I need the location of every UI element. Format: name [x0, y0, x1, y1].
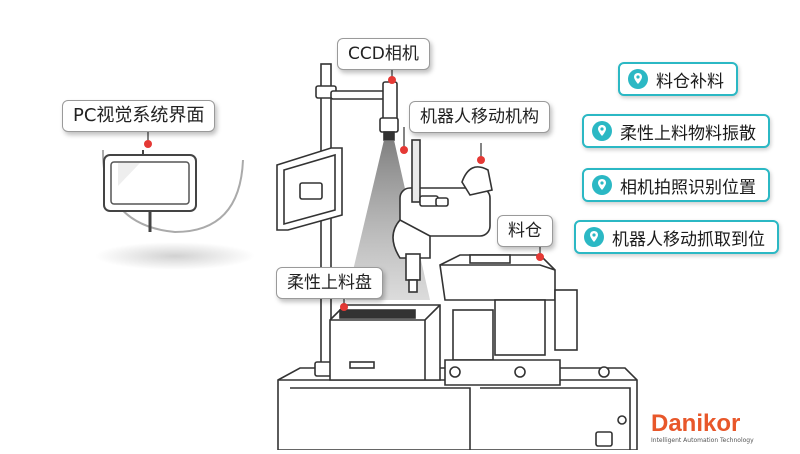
red-marker-dots [144, 76, 544, 311]
step-label: 料仓补料 [656, 71, 724, 92]
step-label: 机器人移动抓取到位 [612, 229, 765, 250]
label-pc-interface: PC视觉系统界面 [62, 100, 216, 132]
camera-mount [382, 81, 398, 123]
machine-cabinet [277, 366, 638, 451]
step-label: 柔性上料物料振散 [620, 123, 756, 144]
step-item: 料仓补料 [618, 62, 738, 96]
label-ccd-camera: CCD相机 [337, 38, 430, 70]
ccd-camera-body [379, 117, 399, 133]
label-robot-mechanism: 机器人移动机构 [409, 101, 550, 133]
camera-arm [330, 90, 388, 100]
step-label: 相机拍照识别位置 [620, 177, 756, 198]
location-pin-icon [592, 175, 612, 195]
location-pin-icon [584, 227, 604, 247]
pc-bubble [101, 149, 244, 234]
side-monitor [276, 147, 343, 231]
pc-bubble-shadow [95, 242, 255, 270]
label-bin: 料仓 [497, 215, 553, 247]
robot-mechanism [392, 139, 493, 293]
bin-hopper [439, 254, 578, 386]
step-item: 柔性上料物料振散 [582, 114, 770, 148]
brand-tagline: Intelligent Automation Technology [651, 437, 754, 444]
step-item: 机器人移动抓取到位 [574, 220, 779, 254]
location-pin-icon [592, 121, 612, 141]
location-pin-icon [628, 69, 648, 89]
label-flexible-tray: 柔性上料盘 [276, 267, 383, 299]
flexible-tray [329, 304, 441, 381]
step-item: 相机拍照识别位置 [582, 168, 770, 202]
brand-logo: Danikor [651, 410, 741, 437]
